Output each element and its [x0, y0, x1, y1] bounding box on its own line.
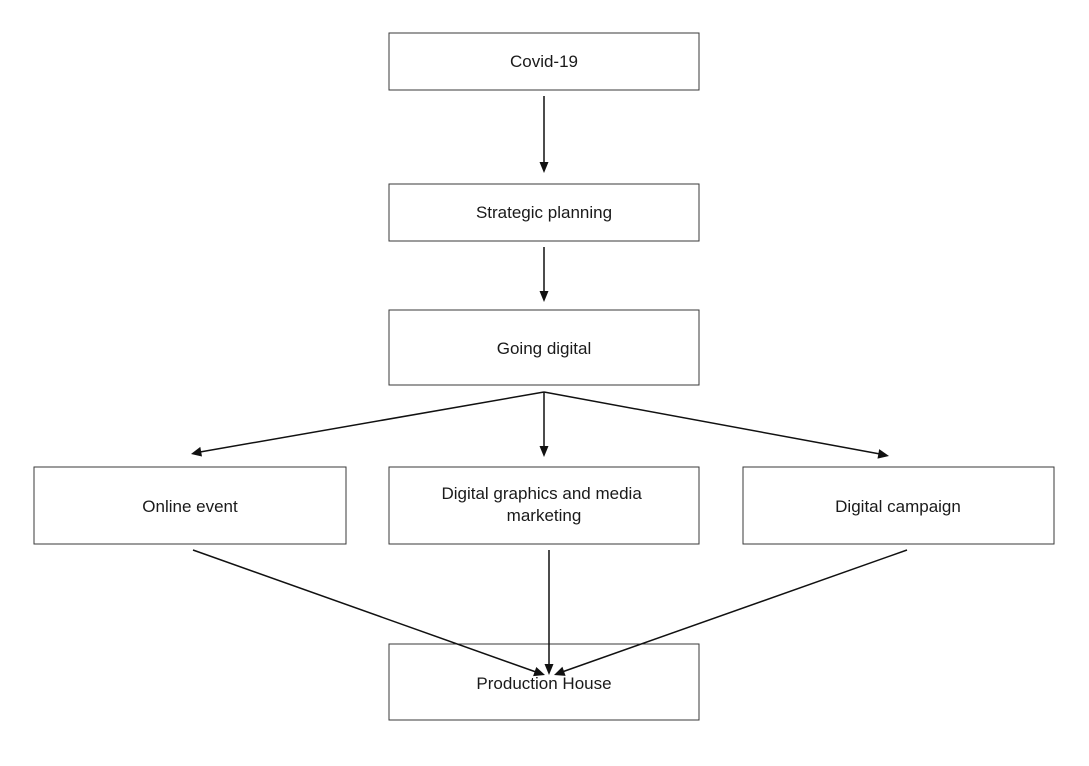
edge-campaign-production [554, 549, 908, 676]
node-graphics-label-line-2: marketing [507, 506, 582, 525]
node-production-box [388, 643, 700, 721]
node-planning-box [388, 183, 700, 242]
edge-digital-online-line [199, 391, 545, 453]
edge-campaign-production-arrowhead [554, 666, 566, 676]
edge-covid-planning [539, 96, 549, 173]
node-graphics-label-line-1: Digital graphics and media [441, 484, 642, 503]
edge-digital-online [191, 391, 545, 457]
node-graphics: Digital graphics and media marketing [388, 466, 700, 545]
edge-digital-graphics-arrowhead [539, 446, 549, 457]
node-campaign-box [742, 466, 1055, 545]
edge-online-production-arrowhead [533, 667, 545, 677]
edge-online-production [192, 549, 545, 677]
edge-online-production-line [192, 549, 537, 673]
edge-digital-graphics [539, 392, 549, 457]
edge-graphics-production [544, 550, 554, 675]
node-graphics-box [388, 466, 700, 545]
node-production-label: Production House [476, 674, 611, 693]
edge-digital-online-arrowhead [191, 446, 202, 457]
edge-digital-campaign-line [543, 391, 881, 455]
node-planning-label: Strategic planning [476, 203, 612, 222]
edge-covid-planning-arrowhead [539, 162, 549, 173]
node-online-label: Online event [142, 497, 238, 516]
edge-planning-digital [539, 247, 549, 302]
edge-graphics-production-arrowhead [544, 664, 554, 675]
node-planning: Strategic planning [388, 183, 700, 242]
node-covid-label: Covid-19 [510, 52, 578, 71]
node-covid-box [388, 32, 700, 91]
node-production: Production House [388, 643, 700, 721]
edge-digital-campaign [543, 391, 889, 459]
node-digital-box [388, 309, 700, 386]
edge-planning-digital-arrowhead [539, 291, 549, 302]
node-digital: Going digital [388, 309, 700, 386]
edge-digital-campaign-arrowhead [877, 449, 889, 459]
node-online-box [33, 466, 347, 545]
edge-campaign-production-line [561, 549, 908, 673]
node-campaign-label: Digital campaign [835, 497, 961, 516]
node-digital-label: Going digital [497, 339, 592, 358]
node-online: Online event [33, 466, 347, 545]
node-campaign: Digital campaign [742, 466, 1055, 545]
node-covid: Covid-19 [388, 32, 700, 91]
node-graphics-label: Digital graphics and media marketing [441, 484, 646, 525]
